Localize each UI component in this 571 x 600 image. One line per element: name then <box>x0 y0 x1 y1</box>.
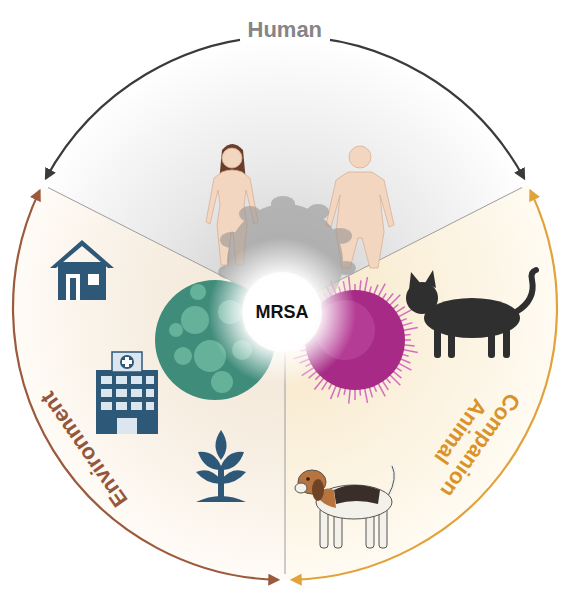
cat-icon <box>434 322 441 358</box>
dog-icon <box>295 483 307 493</box>
house-icon <box>88 274 99 285</box>
plant-icon <box>198 452 221 470</box>
companion-animal-sector: Companion Animal <box>408 365 531 510</box>
hospital-icon <box>131 402 142 410</box>
dog-icon <box>388 466 394 496</box>
green-bacterium <box>181 306 209 334</box>
core-label: MRSA <box>256 302 309 323</box>
plant-icon <box>196 496 246 502</box>
virus-particle <box>220 232 244 248</box>
hospital-icon <box>116 389 127 397</box>
hospital-icon <box>146 389 154 397</box>
transmission-arc <box>292 191 557 580</box>
plant-icon <box>221 470 246 484</box>
house-icon <box>70 278 76 300</box>
house-icon <box>50 240 114 300</box>
hospital-icon <box>117 418 137 434</box>
green-bacterium <box>174 347 192 365</box>
cat-icon <box>448 326 455 358</box>
plant-icon <box>216 430 227 460</box>
cat-icon <box>488 326 495 358</box>
virus-particle <box>271 196 295 212</box>
plant-icon <box>196 470 221 484</box>
plant-icon <box>221 452 244 470</box>
sector-fills <box>13 36 557 580</box>
cat-icon <box>516 270 536 312</box>
dog-icon <box>312 479 324 501</box>
hospital-icon <box>101 389 112 397</box>
transmission-arc <box>13 191 278 580</box>
mrsa-glow <box>208 238 356 386</box>
hospital-icon <box>101 402 112 410</box>
dog-icon <box>388 466 394 496</box>
cat-icon <box>425 270 436 288</box>
sector-label: Environment <box>35 387 132 511</box>
sector-divider <box>48 188 522 575</box>
cat-icon <box>503 322 510 358</box>
hospital-icon <box>96 352 158 434</box>
mrsa-core-circle: MRSA <box>242 272 322 352</box>
hospital-icon <box>131 376 142 384</box>
virus-particle <box>328 228 352 244</box>
human-sector: Human <box>240 16 331 44</box>
transmission-arc <box>46 36 524 178</box>
environment-sector: Environment <box>31 383 136 516</box>
hospital-icon <box>101 376 154 434</box>
hospital-icon <box>146 402 154 410</box>
dog-icon <box>306 477 310 481</box>
green-bacterium <box>169 323 183 337</box>
dog-icon <box>295 466 394 548</box>
hospital-icon <box>116 376 127 384</box>
hospital-icon <box>120 355 134 369</box>
dog-icon <box>316 485 392 519</box>
cat-icon <box>409 272 421 290</box>
virus-particle <box>239 206 261 222</box>
hospital-icon <box>96 370 158 434</box>
hospital-icon <box>146 376 154 384</box>
hospital-icon <box>131 389 142 397</box>
green-bacterium <box>190 284 206 300</box>
virus-particle <box>307 204 329 220</box>
dog-icon <box>334 485 380 504</box>
green-bacterium <box>211 371 233 393</box>
cat-icon <box>406 270 536 358</box>
sector-label: Companion Animal <box>412 370 527 506</box>
house-icon <box>58 262 106 300</box>
hospital-icon <box>116 402 127 410</box>
man-figure <box>349 146 371 168</box>
hospital-icon <box>122 357 132 367</box>
sector-label: Human <box>248 18 323 42</box>
woman-figure <box>222 148 242 168</box>
plant-icon <box>196 430 246 502</box>
hospital-icon <box>112 352 142 372</box>
house-icon <box>66 274 80 300</box>
hospital-icon <box>101 376 112 384</box>
